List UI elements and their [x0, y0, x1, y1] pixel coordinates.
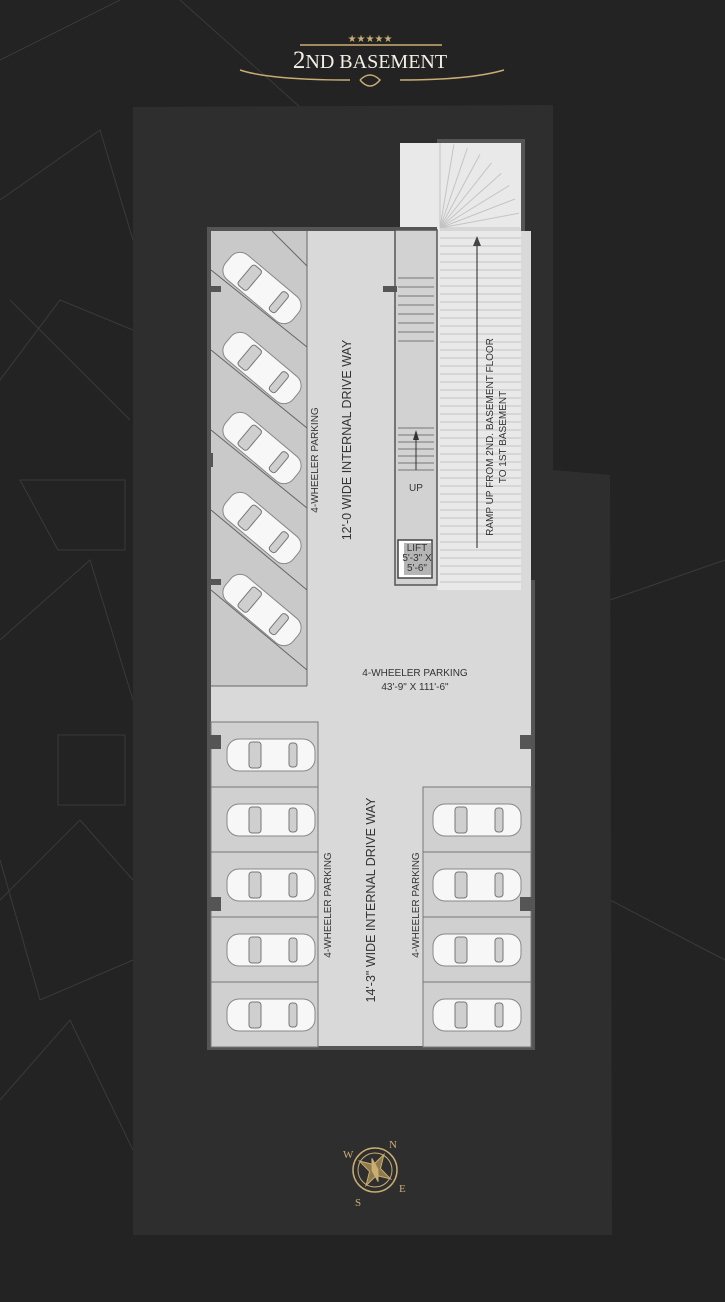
car-icon [432, 933, 522, 967]
page-title: 2ND BASEMENT [293, 47, 447, 74]
car-icon [222, 251, 302, 325]
car-icon [432, 868, 522, 902]
stair-up-label: UP [409, 483, 423, 494]
car-icon [222, 491, 302, 565]
car-icon [226, 933, 316, 967]
compass-rose-icon: N W E S [343, 1139, 406, 1209]
left-parking-label: 4-WHEELER PARKING [323, 852, 334, 958]
car-icon [226, 868, 316, 902]
compass-w: W [343, 1149, 354, 1161]
columns [207, 286, 534, 911]
top-driveway-label: 12'-0 WIDE INTERNAL DRIVE WAY [340, 339, 354, 540]
center-parking-label: 4-WHEELER PARKING [362, 668, 468, 679]
right-parking-label: 4-WHEELER PARKING [411, 852, 422, 958]
staircase: UP LIFT 5'-3" X 5'-6" [394, 229, 438, 586]
cars [222, 251, 522, 1032]
angled-stall-lines [210, 230, 308, 687]
top-parking-label: 4-WHEELER PARKING [310, 407, 321, 513]
rating-stars: ★★★★★ [348, 34, 393, 45]
bottom-driveway-label: 14'-3" WIDE INTERNAL DRIVE WAY [364, 797, 378, 1003]
compass-e: E [399, 1183, 406, 1195]
car-icon [226, 998, 316, 1032]
lift-size: 5'-3" X [402, 553, 432, 564]
ramp [439, 143, 521, 583]
center-parking-dims: 43'-9" X 111'-6" [381, 682, 449, 693]
lift-label: LIFT [407, 543, 428, 554]
car-icon [222, 411, 302, 485]
car-icon [432, 803, 522, 837]
ramp-label: RAMP UP FROM 2ND. BASEMENT FLOOR [485, 338, 496, 536]
car-icon [222, 331, 302, 405]
ramp-label-2: TO 1ST BASEMENT [498, 391, 509, 483]
car-icon [226, 738, 316, 772]
title-banner: ★★★★★ 2ND BASEMENT [239, 34, 505, 87]
car-icon [226, 803, 316, 837]
car-icon [432, 998, 522, 1032]
background-pattern [0, 0, 725, 1151]
lift [404, 543, 431, 575]
compass-s: S [355, 1197, 361, 1209]
lift-size-2: 5'-6" [407, 563, 427, 574]
compass-n: N [389, 1139, 397, 1151]
car-icon [222, 573, 302, 647]
